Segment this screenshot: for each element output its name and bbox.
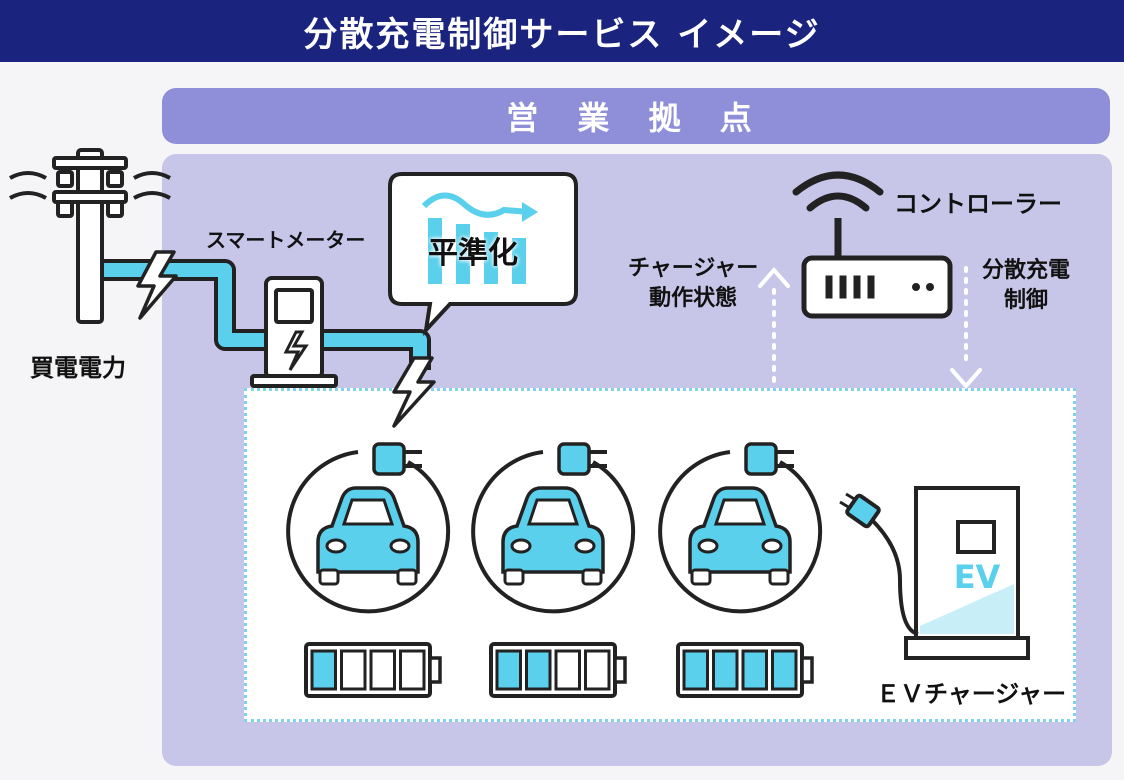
purchased-power-label: 買電電力 <box>30 354 126 382</box>
battery-cell-filled <box>525 649 552 691</box>
distributed-control-label: 分散充電 制御 <box>982 256 1070 316</box>
plug-icon <box>744 442 794 476</box>
leveling-label: 平準化 <box>428 236 518 271</box>
plug-icon <box>557 442 607 476</box>
control-arrow-down <box>950 266 982 390</box>
lightning-icon <box>392 356 436 428</box>
ev-vehicle <box>286 442 451 614</box>
ev-charger-label: ＥＶチャージャー <box>876 680 1067 708</box>
battery-cell-filled <box>310 649 337 691</box>
page-title: 分散充電制御サービス イメージ <box>0 0 1124 62</box>
battery-cell-empty <box>369 649 396 691</box>
charging-ring <box>471 450 636 614</box>
car-icon <box>688 486 792 586</box>
charging-ring <box>658 450 823 614</box>
charging-ring <box>286 450 451 614</box>
battery-cell-filled <box>712 649 739 691</box>
controller-label: コントローラー <box>894 190 1062 218</box>
car-icon <box>316 486 420 586</box>
ev-charger-icon <box>839 486 1030 660</box>
plug-icon <box>372 442 422 476</box>
ev-sign: EV <box>954 558 1001 596</box>
battery-cell-empty <box>554 649 581 691</box>
battery-level <box>489 642 627 698</box>
car-icon <box>501 486 605 586</box>
utility-pole-icon <box>9 148 171 324</box>
distributed-control-line-2: 制御 <box>1004 288 1049 313</box>
charger-status-line-2: 動作状態 <box>649 286 738 311</box>
battery-cell-filled <box>682 649 709 691</box>
smart-meter-label: スマートメーター <box>206 228 366 252</box>
smart-meter-icon <box>250 276 338 388</box>
charger-status-line-1: チャージャー <box>628 256 759 281</box>
ev-vehicle <box>471 442 636 614</box>
battery-cell-filled <box>771 649 798 691</box>
power-line <box>100 259 431 370</box>
lightning-icon <box>136 250 178 320</box>
battery-level <box>304 642 442 698</box>
battery-cell-empty <box>584 649 611 691</box>
battery-cell-empty <box>399 649 426 691</box>
base-location-header: 営 業 拠 点 <box>162 88 1110 144</box>
distributed-control-line-1: 分散充電 <box>982 258 1071 283</box>
leveling-bubble <box>388 172 578 337</box>
battery-cell-empty <box>340 649 367 691</box>
status-arrow-up <box>758 266 790 386</box>
battery-level <box>676 642 814 698</box>
charger-status-label: チャージャー 動作状態 <box>628 254 758 314</box>
battery-cell-filled <box>741 649 768 691</box>
battery-cell-filled <box>495 649 522 691</box>
controller-icon <box>792 171 953 319</box>
ev-vehicle <box>658 442 823 614</box>
